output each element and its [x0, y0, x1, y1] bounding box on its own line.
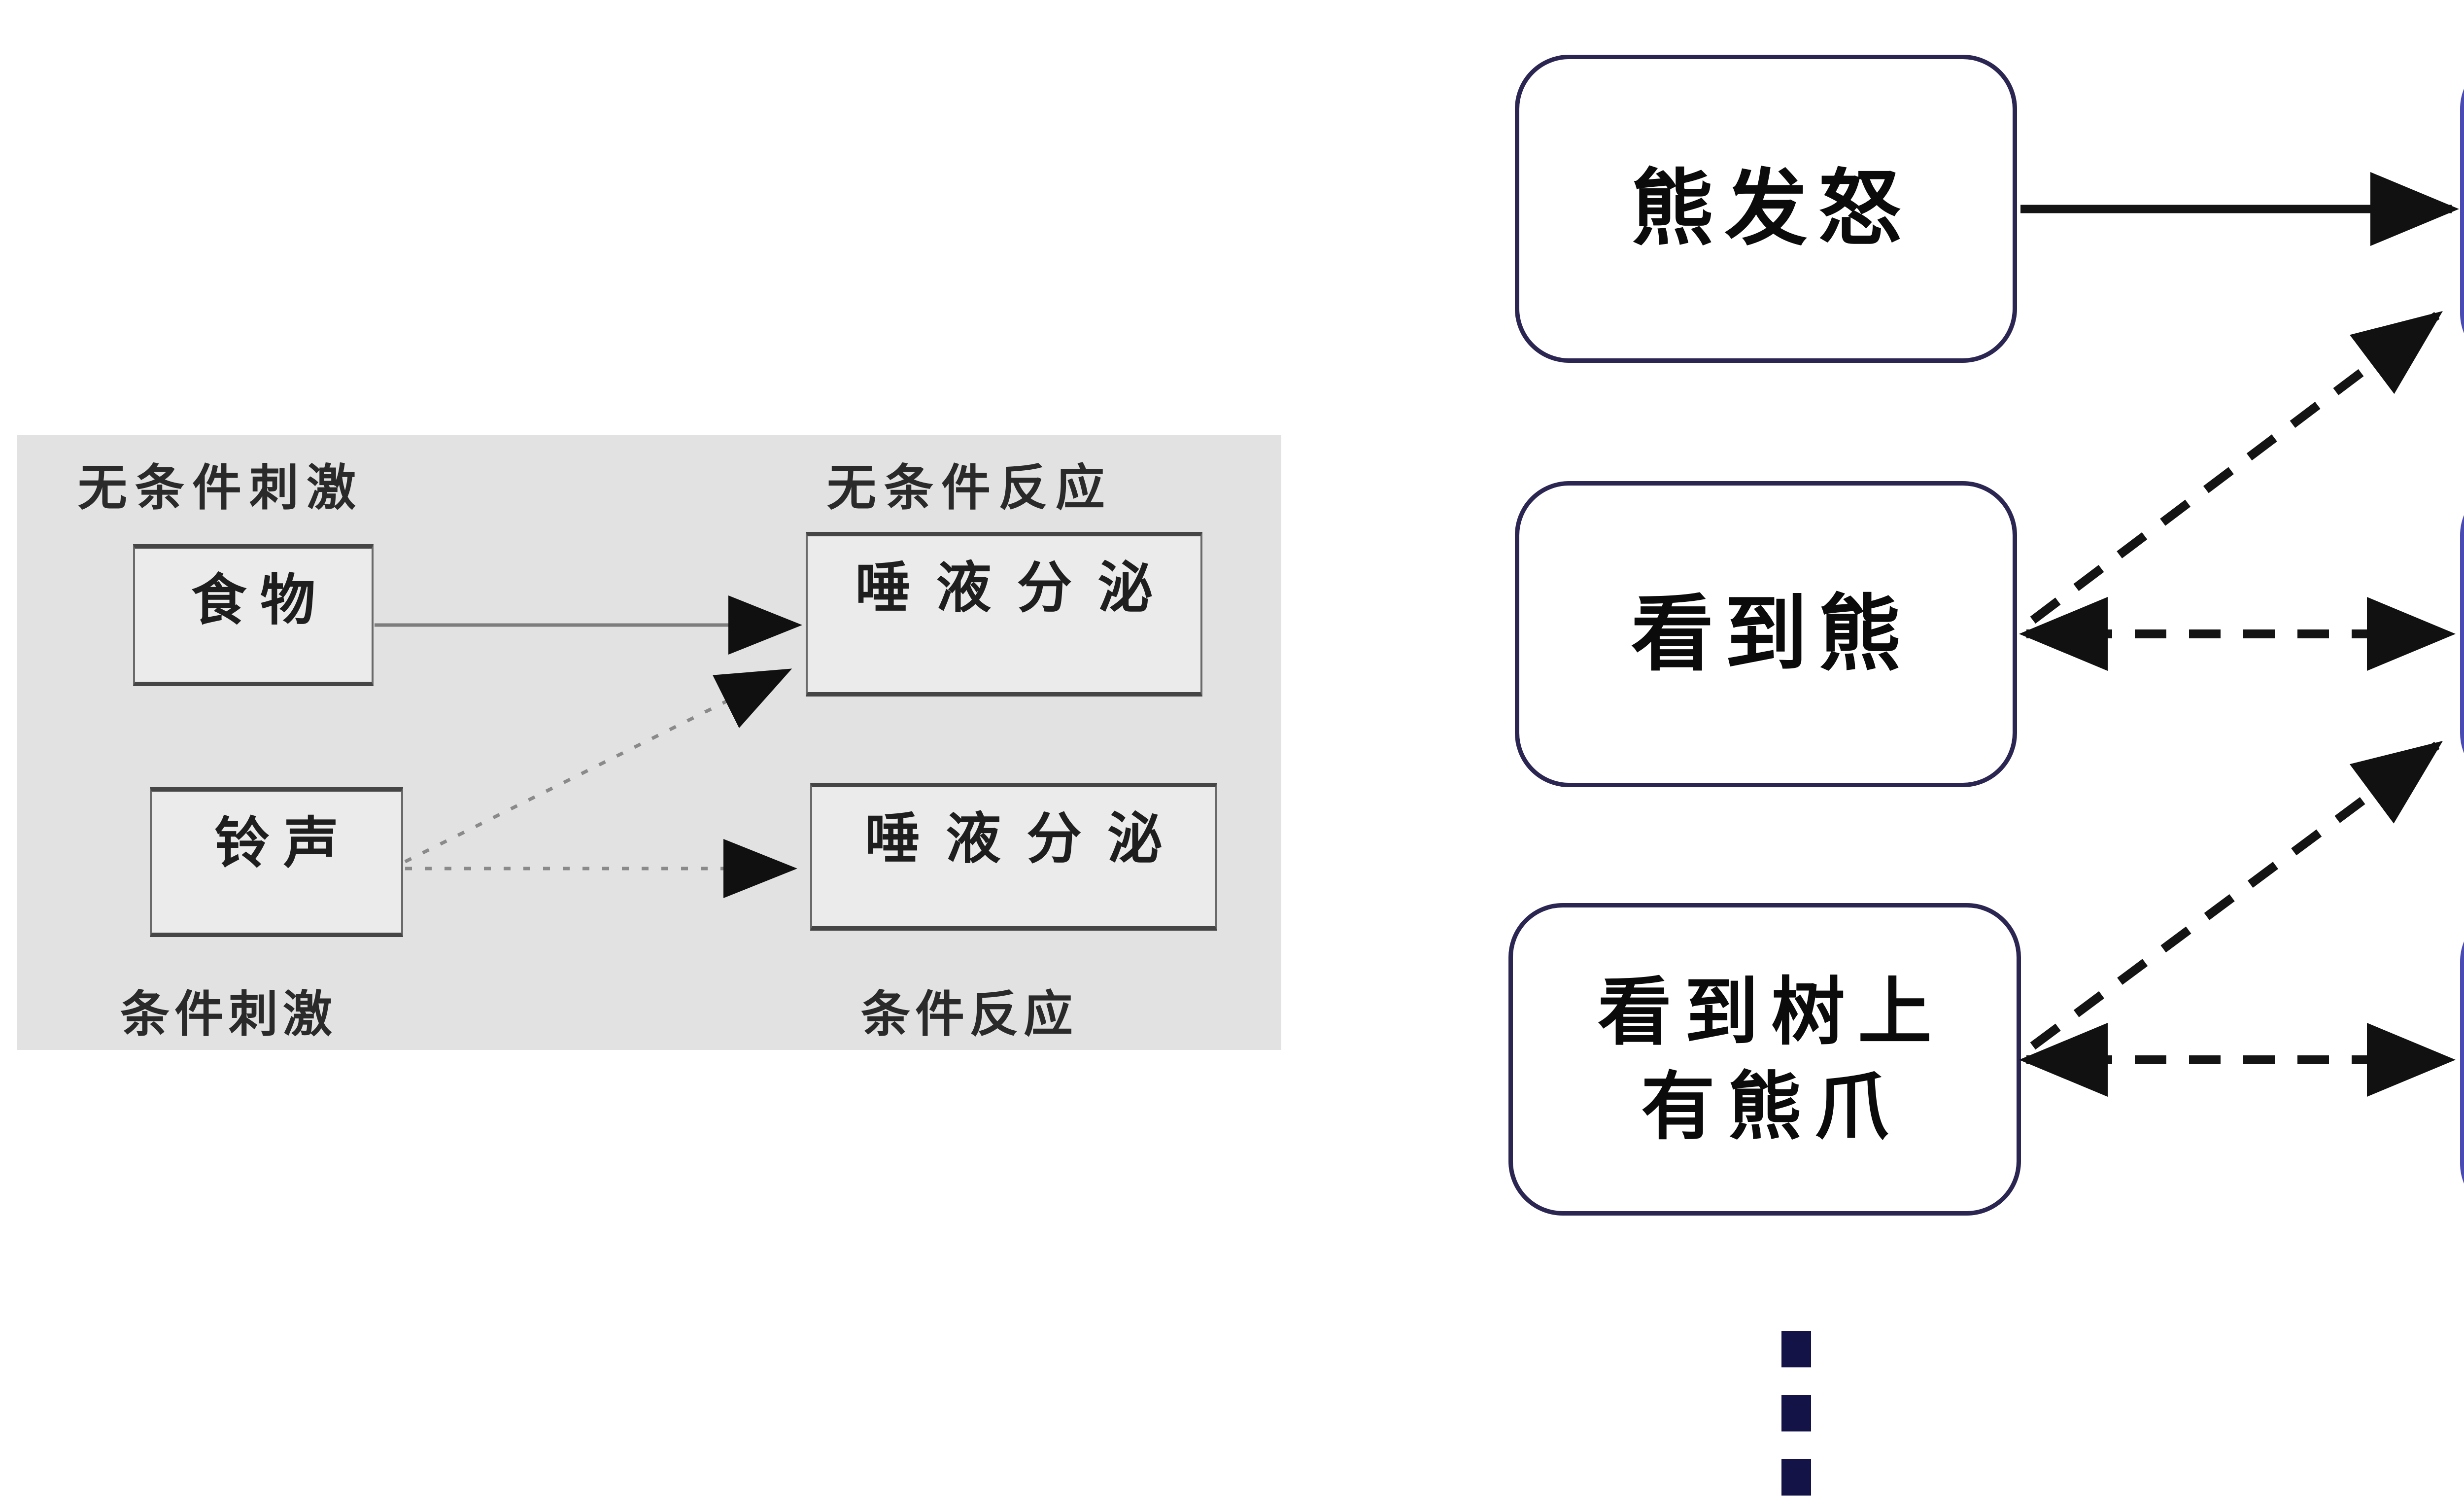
box-see-claw-line2: 有熊爪: [1641, 1065, 1901, 1148]
box-bell-label: 铃声: [214, 812, 352, 874]
box-value-next: V(s′): [2460, 481, 2464, 787]
box-see-claw: 看到树上 有熊爪: [1508, 903, 2021, 1216]
box-bell: 铃声: [150, 787, 403, 937]
box-food: 食物: [133, 544, 374, 686]
box-salivation-top: 唾液分泌: [806, 532, 1202, 697]
conditioning-panel: 无条件刺激 无条件反应 食物 唾液分泌 铃声 唾液分泌 条件刺激 条件反应: [17, 435, 1281, 1050]
arrow-see-claw-to-value-next: [2030, 741, 2443, 1050]
box-see-bear-label: 看到熊: [1631, 587, 1912, 680]
box-salivation-bottom-label: 唾液分泌: [865, 808, 1188, 870]
box-food-label: 食物: [191, 569, 329, 631]
arrow-see-bear-to-reward: [2030, 311, 2443, 624]
box-salivation-top-label: 唾液分泌: [855, 557, 1179, 619]
box-see-bear: 看到熊: [1515, 481, 2017, 787]
box-see-claw-line1: 看到树上: [1597, 971, 1945, 1053]
ellipsis-dot: [1781, 1331, 1811, 1367]
ellipsis-dot: [1781, 1395, 1811, 1431]
label-conditioned-stimulus: 条件刺激: [120, 987, 337, 1042]
label-unconditioned-stimulus: 无条件刺激: [78, 460, 364, 516]
box-bear-rage-label: 熊发怒: [1631, 162, 1912, 255]
box-bear-rage: 熊发怒: [1515, 55, 2017, 363]
ellipsis-dot: [1781, 1459, 1811, 1496]
box-value-current: V(s): [2460, 907, 2464, 1218]
label-unconditioned-response: 无条件反应: [827, 460, 1113, 516]
box-salivation-bottom: 唾液分泌: [810, 783, 1217, 931]
box-reward: 奖励: [2460, 55, 2464, 367]
label-conditioned-response: 条件反应: [861, 987, 1078, 1042]
